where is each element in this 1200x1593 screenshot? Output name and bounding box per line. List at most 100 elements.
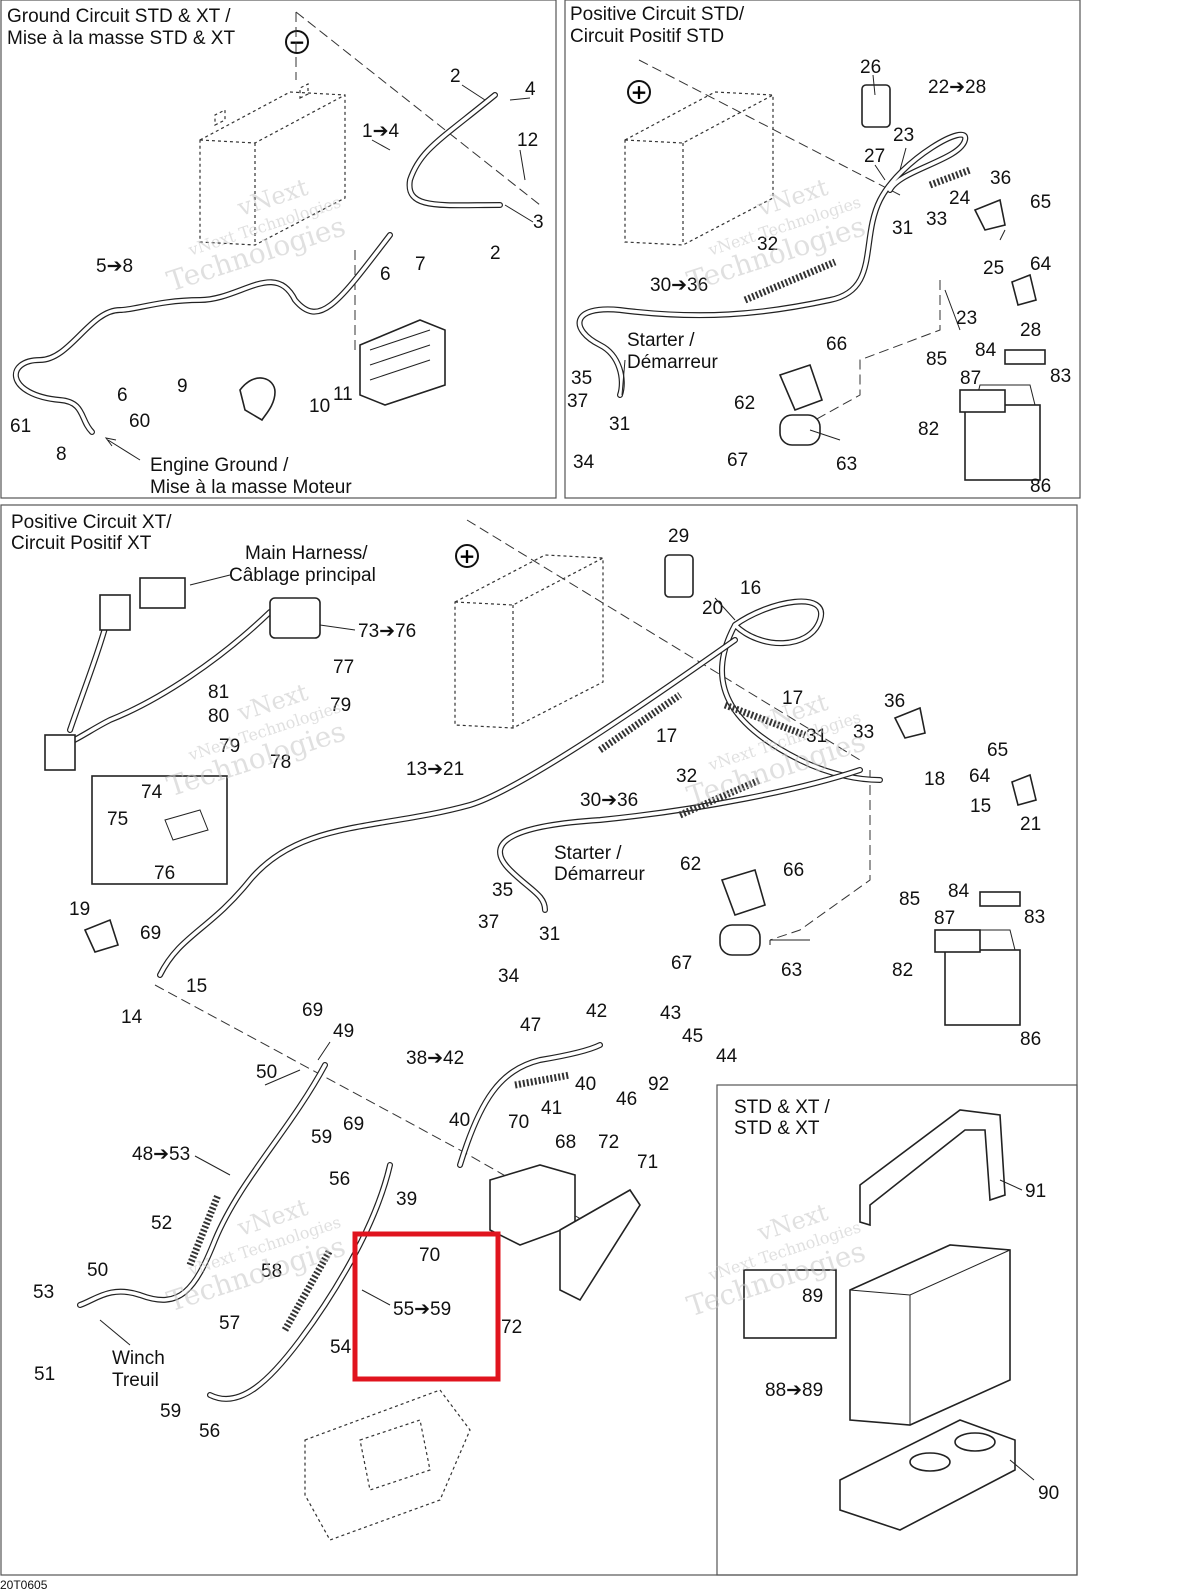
annotation-arrows (99, 359, 841, 1346)
callout-number: 63 (836, 454, 857, 475)
ground-cable (12, 92, 503, 435)
callout-number: 83 (1050, 366, 1071, 387)
callout-number: 34 (573, 452, 595, 473)
callout-number: 77 (333, 657, 354, 678)
std-xt-title-1: STD & XT / (734, 1097, 830, 1118)
callout-number: 43 (660, 1003, 681, 1024)
callout-number: 72 (598, 1132, 619, 1153)
callout-number: 12 (517, 130, 538, 151)
callout-number: 57 (219, 1313, 240, 1334)
callout-number: 58 (261, 1261, 282, 1282)
callout-number: 68 (555, 1132, 576, 1153)
callout-number: 33 (853, 722, 874, 743)
callout-number: 83 (1024, 907, 1045, 928)
callout-number: 80 (208, 706, 229, 727)
callout-number: 15 (970, 796, 991, 817)
callout-number: 36 (884, 691, 905, 712)
callout-number: 8 (56, 444, 67, 465)
callout-number: 30➔36 (580, 790, 638, 811)
callout-number: 59 (160, 1401, 181, 1422)
negative-terminal-symbol: − (285, 30, 309, 54)
mounting-plate (304, 1389, 471, 1541)
callout-number: 71 (637, 1152, 658, 1173)
highlight-callout: 55➔59 (393, 1299, 451, 1320)
ground-bracket (239, 377, 276, 422)
callout-number: 76 (154, 863, 175, 884)
callout-number: 30➔36 (650, 275, 708, 296)
callout-number: 37 (567, 391, 588, 412)
callout-number: 59 (311, 1127, 332, 1148)
std-xt-title-2: STD & XT (734, 1118, 820, 1139)
callout-number: 66 (826, 334, 847, 355)
highlight-box (352, 1231, 501, 1382)
figure-code: 20T0605 (0, 1578, 48, 1592)
callout-number: 17 (656, 726, 677, 747)
callout-leaders (194, 74, 1035, 1481)
callout-number: 70 (419, 1245, 440, 1266)
winch-cables (77, 1042, 603, 1402)
battery-strap (859, 1109, 1006, 1227)
callout-number: 4 (525, 79, 536, 100)
battery-ground (199, 83, 346, 246)
positive-terminal-symbol-xt: + (455, 544, 479, 568)
callout-number: 18 (924, 769, 945, 790)
callout-number: 22➔28 (928, 77, 986, 98)
callout-number: 7 (415, 254, 426, 275)
callout-number: 86 (1020, 1029, 1041, 1050)
engine-ground-label-1: Engine Ground / (150, 455, 289, 476)
starter-std-label-1: Starter / (627, 330, 695, 351)
callout-number: 19 (69, 899, 90, 920)
callout-number: 29 (668, 526, 689, 547)
callout-number: 32 (676, 766, 697, 787)
svg-text:+: + (631, 80, 648, 104)
callout-number: 51 (34, 1364, 55, 1385)
callout-number: 74 (141, 782, 163, 803)
callout-number: 35 (571, 368, 592, 389)
callout-number: 85 (899, 889, 920, 910)
callout-number: 3 (533, 212, 544, 233)
callout-number: 64 (969, 766, 991, 787)
callout-number: 84 (975, 340, 997, 361)
callout-number: 16 (740, 578, 761, 599)
callout-number: 25 (983, 258, 1004, 279)
battery-positive-xt (454, 554, 604, 729)
callout-number: 11 (333, 384, 353, 405)
callout-number: 13➔21 (406, 759, 464, 780)
callout-number: 20 (702, 598, 723, 619)
callout-number: 1➔4 (362, 121, 399, 142)
callout-number: 5➔8 (96, 256, 133, 277)
connector-kit-box (91, 775, 228, 885)
callout-number: 87 (934, 908, 955, 929)
callout-number: 69 (140, 923, 161, 944)
callout-number: 67 (671, 953, 692, 974)
positive-std-title-1: Positive Circuit STD/ (570, 4, 745, 25)
callout-number: 49 (333, 1021, 354, 1042)
callout-number: 72 (501, 1317, 522, 1338)
callout-number: 31 (539, 924, 560, 945)
callout-number: 66 (783, 860, 804, 881)
svg-text:+: + (459, 544, 476, 568)
battery-positive-std (624, 91, 774, 246)
winch-label-1: Winch (112, 1348, 165, 1369)
callout-number: 32 (757, 234, 778, 255)
main-harness-label-1: Main Harness/ (245, 543, 368, 564)
solenoid-std (778, 363, 1041, 481)
protector-tubes (186, 166, 972, 1332)
callout-number: 40 (575, 1074, 596, 1095)
callout-number: 39 (396, 1189, 417, 1210)
callout-number: 31 (609, 414, 630, 435)
engine-block (359, 319, 446, 406)
callout-number: 78 (270, 752, 291, 773)
positive-xt-title-1: Positive Circuit XT/ (11, 512, 172, 533)
callout-number: 36 (990, 168, 1011, 189)
callout-number: 28 (1020, 320, 1041, 341)
callout-number: 31 (892, 218, 913, 239)
starter-std-label-2: Démarreur (627, 352, 718, 373)
callout-number: 9 (177, 376, 188, 397)
positive-cable-std (576, 131, 969, 398)
callout-number: 23 (893, 125, 914, 146)
winch-contactor (489, 1164, 641, 1302)
callout-number: 79 (219, 736, 240, 757)
callout-number: 2 (490, 243, 501, 264)
callout-number: 33 (926, 209, 947, 230)
